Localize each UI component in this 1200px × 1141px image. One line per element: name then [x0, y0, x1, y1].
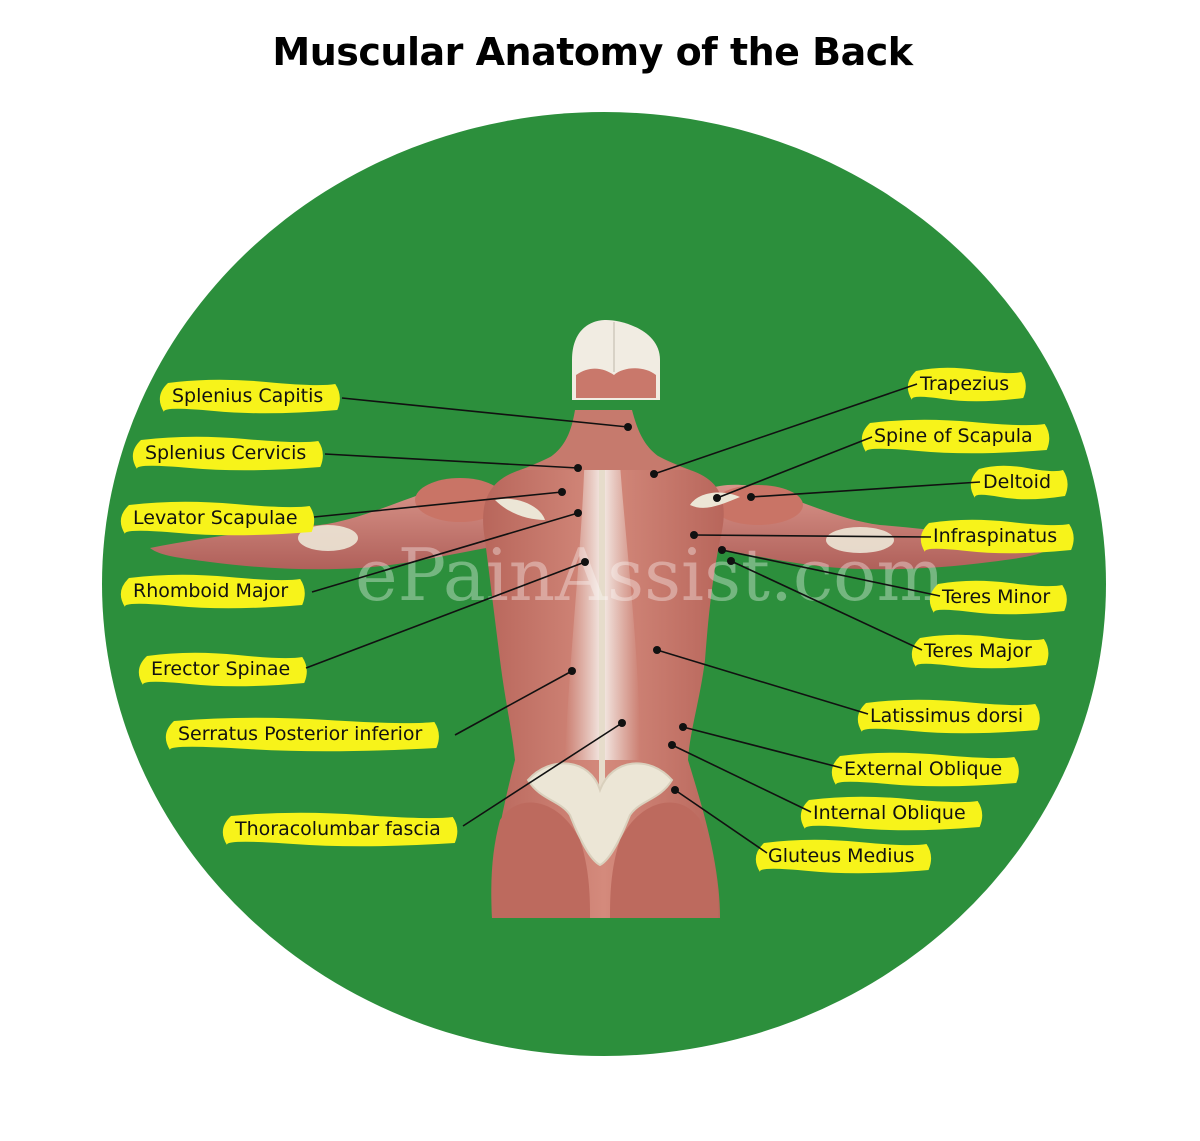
label-text: Splenius Capitis	[172, 385, 323, 407]
leader-line	[653, 383, 918, 475]
label-text: Levator Scapulae	[133, 507, 298, 529]
highlight-marker	[222, 812, 458, 847]
leader-line	[682, 726, 843, 769]
highlight-marker	[907, 367, 1026, 402]
highlight-marker	[970, 465, 1068, 500]
highlight-marker	[929, 580, 1067, 615]
label-text: Internal Oblique	[813, 802, 966, 824]
label-text: Teres Major	[923, 640, 1032, 662]
label-splenius-capitis: Splenius Capitis	[159, 379, 340, 414]
pointer-dot	[581, 558, 589, 566]
leader-line	[454, 670, 573, 736]
leader-line	[716, 436, 873, 499]
highlight-marker	[857, 699, 1040, 734]
leader-line	[313, 491, 563, 518]
highlight-marker	[831, 752, 1019, 787]
pointer-dot	[624, 423, 632, 431]
label-thoracolumbar-fascia: Thoracolumbar fascia	[222, 812, 458, 847]
label-text: Gluteus Medius	[768, 845, 915, 867]
label-text: Teres Minor	[941, 586, 1050, 608]
label-infraspinatus: Infraspinatus	[920, 519, 1074, 554]
pointer-dot	[671, 786, 679, 794]
highlight-marker	[800, 796, 983, 831]
highlight-marker	[120, 574, 305, 609]
right-elbow	[826, 527, 894, 553]
label-spine-of-scapula: Spine of Scapula	[861, 419, 1050, 454]
highlight-marker	[911, 634, 1049, 669]
pointer-dot	[727, 557, 735, 565]
label-internal-oblique: Internal Oblique	[800, 796, 983, 831]
leader-line	[671, 744, 812, 813]
pointer-dot	[558, 488, 566, 496]
pointer-dot	[618, 719, 626, 727]
label-text: Latissimus dorsi	[870, 705, 1023, 727]
label-teres-minor: Teres Minor	[929, 580, 1067, 615]
leader-line	[674, 789, 768, 854]
label-deltoid: Deltoid	[970, 465, 1068, 500]
label-gluteus-medius: Gluteus Medius	[755, 839, 932, 874]
left-elbow	[298, 525, 358, 551]
label-levator-scapulae: Levator Scapulae	[120, 501, 315, 536]
highlight-marker	[132, 436, 323, 471]
left-gluteus	[491, 802, 590, 918]
leader-line	[305, 561, 586, 669]
pointer-dot	[668, 741, 676, 749]
label-text: Splenius Cervicis	[145, 442, 306, 464]
label-splenius-cervicis: Splenius Cervicis	[132, 436, 323, 471]
pointer-dot	[718, 546, 726, 554]
pointer-dot	[713, 494, 721, 502]
pelvis	[526, 762, 674, 867]
label-text: Erector Spinae	[151, 658, 290, 680]
pointer-dot	[650, 470, 658, 478]
highlight-marker	[138, 652, 307, 687]
label-text: Spine of Scapula	[874, 425, 1033, 447]
pointer-dot	[747, 493, 755, 501]
highlight-marker	[861, 419, 1050, 454]
highlight-marker	[120, 501, 315, 536]
left-deltoid	[415, 478, 505, 522]
pointer-dot	[679, 723, 687, 731]
leader-line	[462, 722, 623, 827]
label-rhomboid-major: Rhomboid Major	[120, 574, 305, 609]
label-latissimus-dorsi: Latissimus dorsi	[857, 699, 1040, 734]
highlight-marker	[165, 717, 439, 752]
pointer-dot	[568, 667, 576, 675]
leader-line	[730, 560, 923, 651]
label-erector-spinae: Erector Spinae	[138, 652, 307, 687]
label-trapezius: Trapezius	[907, 367, 1026, 402]
right-gluteus	[610, 802, 719, 918]
leader-line	[341, 397, 629, 428]
highlight-marker	[159, 379, 340, 414]
leader-line	[656, 649, 869, 715]
leader-line	[750, 481, 981, 498]
pointer-dot	[574, 509, 582, 517]
highlight-marker	[755, 839, 932, 874]
label-text: Serratus Posterior inferior	[178, 723, 423, 745]
label-text: Rhomboid Major	[133, 580, 288, 602]
pointer-dot	[653, 646, 661, 654]
label-text: Deltoid	[983, 471, 1051, 493]
left-scapula	[495, 498, 545, 520]
pointer-dot	[690, 531, 698, 539]
page-title: Muscular Anatomy of the Back	[272, 30, 913, 74]
occipital-muscle	[576, 368, 656, 398]
leader-line	[721, 549, 941, 597]
highlight-marker	[920, 519, 1074, 554]
leader-line	[311, 512, 579, 593]
label-serratus-posterior-inferior: Serratus Posterior inferior	[165, 717, 439, 752]
neck	[520, 410, 690, 470]
pointer-dot	[574, 464, 582, 472]
label-text: Thoracolumbar fascia	[234, 818, 441, 840]
leader-line	[324, 453, 579, 469]
label-text: Infraspinatus	[933, 525, 1057, 547]
label-text: External Oblique	[844, 758, 1002, 780]
watermark: ePainAssist.com	[355, 533, 945, 617]
label-teres-major: Teres Major	[911, 634, 1049, 669]
right-deltoid	[713, 485, 803, 525]
leader-line	[693, 534, 932, 538]
label-text: Trapezius	[919, 373, 1009, 395]
label-external-oblique: External Oblique	[831, 752, 1019, 787]
